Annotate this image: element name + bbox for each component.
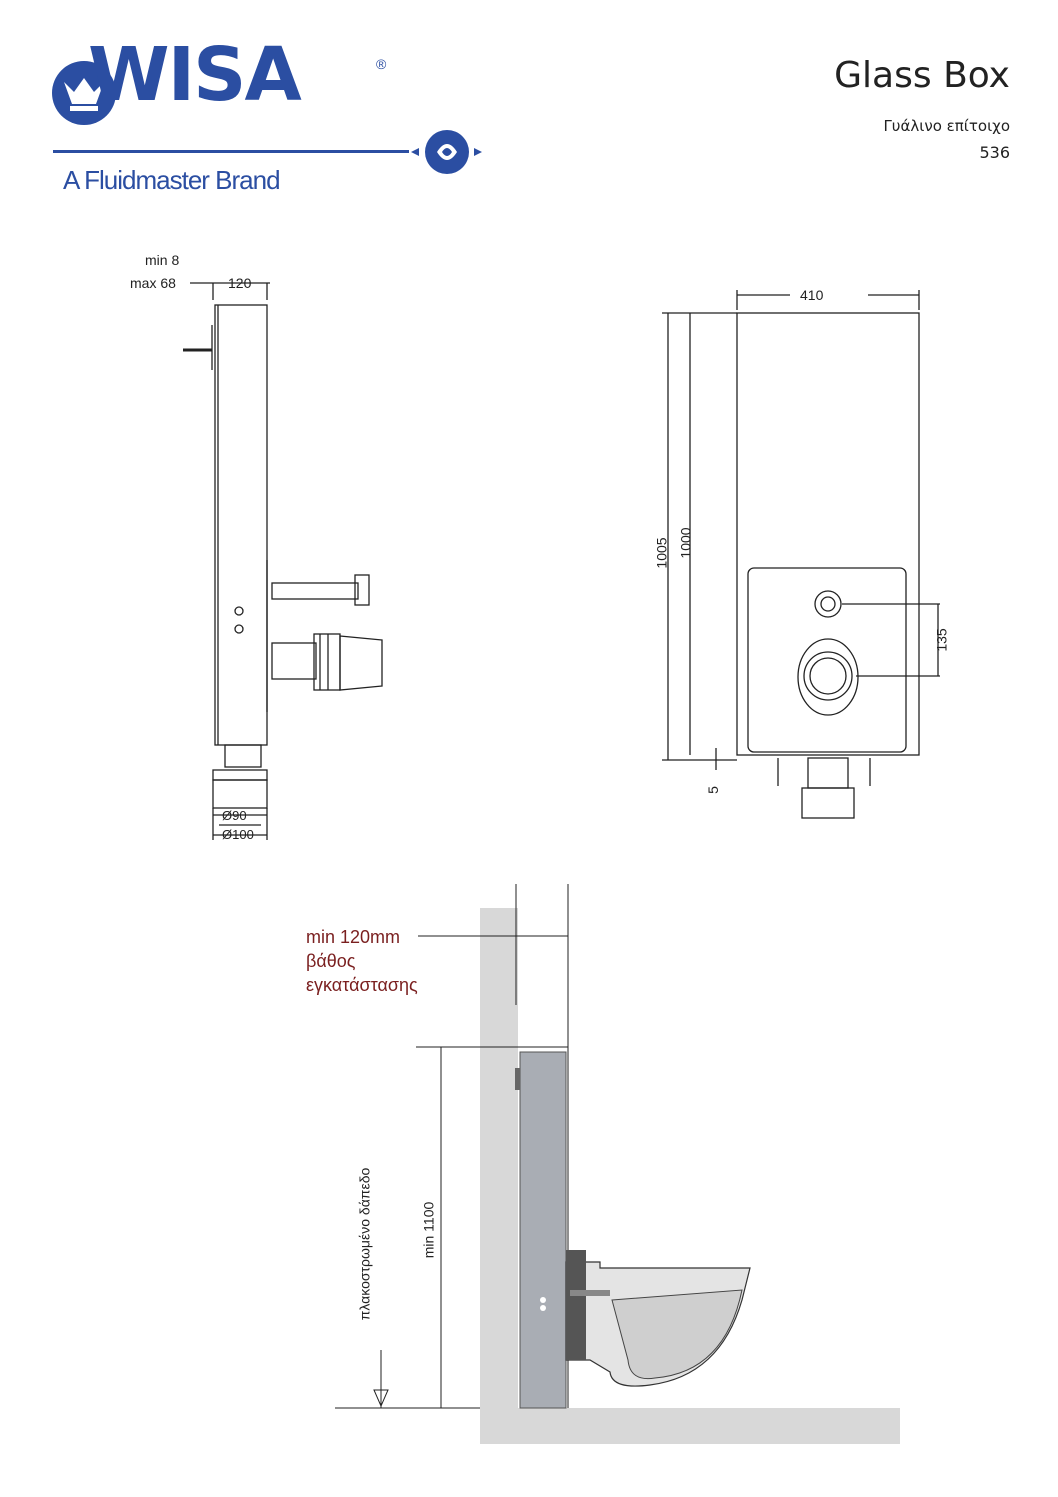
- front-view-drawing: [662, 290, 940, 819]
- product-title: Glass Box: [834, 55, 1010, 96]
- front-dim-width: 410: [800, 287, 824, 303]
- front-dim-bottom: 5: [704, 786, 721, 794]
- side-dim-d100: Ø100: [222, 827, 254, 842]
- logo-wordmark: WISA: [88, 32, 302, 118]
- install-floor-label: πλακοστρωμένο δάπεδο: [356, 1167, 373, 1321]
- side-dim-depth: 120: [228, 275, 252, 291]
- install-depth-note-2: εγκατάστασης: [306, 975, 418, 995]
- install-depth-label: min 120mm: [306, 927, 401, 947]
- product-subtitle: Γυάλινο επίτοιχο: [883, 117, 1010, 135]
- front-dim-offset: 135: [933, 628, 950, 652]
- brand-divider: [53, 150, 409, 153]
- side-dim-d90: Ø90: [222, 808, 247, 823]
- install-depth-note-1: βάθος: [306, 951, 356, 971]
- installation-drawing: [335, 884, 900, 1444]
- side-view-drawing: [183, 282, 383, 840]
- brand-tagline: A Fluidmaster Brand: [63, 165, 281, 195]
- front-dim-height-outer: 1005: [653, 537, 670, 569]
- side-dim-max: max 68: [130, 275, 176, 291]
- side-dim-min: min 8: [145, 252, 180, 268]
- front-dim-height-inner: 1000: [677, 527, 694, 559]
- install-height-label: min 1100: [420, 1201, 437, 1259]
- product-code: 536: [979, 143, 1010, 162]
- registered-mark: ®: [376, 56, 387, 72]
